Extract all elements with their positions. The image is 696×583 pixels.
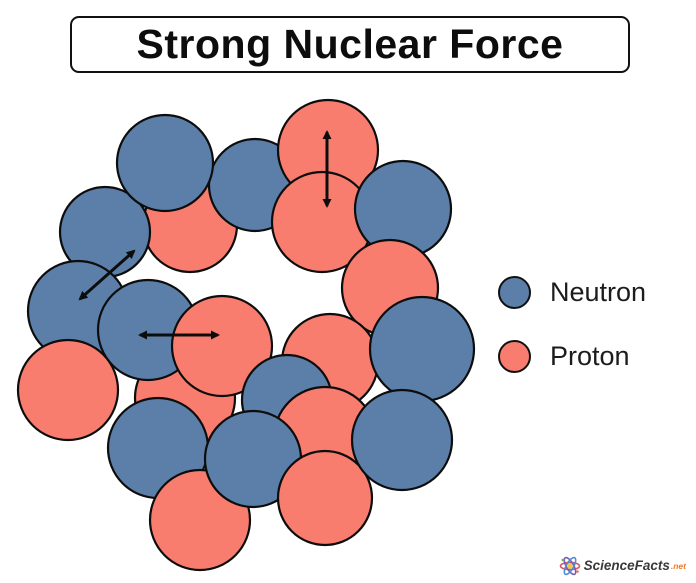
neutron-swatch-circle xyxy=(498,275,531,309)
page-title: Strong Nuclear Force xyxy=(136,21,564,67)
legend-label-neutron: Neutron xyxy=(550,276,647,307)
neutron-circle xyxy=(115,113,215,213)
proton-circle xyxy=(16,338,120,442)
force-arrow-neutron-neutron xyxy=(78,249,136,301)
legend-item-neutron: Neutron xyxy=(498,274,688,310)
neutron-circle xyxy=(350,388,454,492)
neutron-circle xyxy=(368,295,476,403)
proton-circle xyxy=(276,449,374,547)
proton-swatch-circle xyxy=(498,339,531,373)
particles-layer xyxy=(16,98,476,572)
watermark-tld: .net xyxy=(670,561,686,571)
atom-icon xyxy=(559,556,580,576)
watermark-brand: ScienceFacts xyxy=(583,558,670,574)
proton-circle xyxy=(170,294,274,398)
title-box: Strong Nuclear Force xyxy=(70,16,630,73)
force-arrows-layer xyxy=(78,130,332,340)
legend-label-proton: Proton xyxy=(550,340,630,371)
legend: Neutron Proton xyxy=(498,274,688,402)
legend-item-proton: Proton xyxy=(498,338,688,374)
watermark: ScienceFacts .net xyxy=(559,555,686,577)
